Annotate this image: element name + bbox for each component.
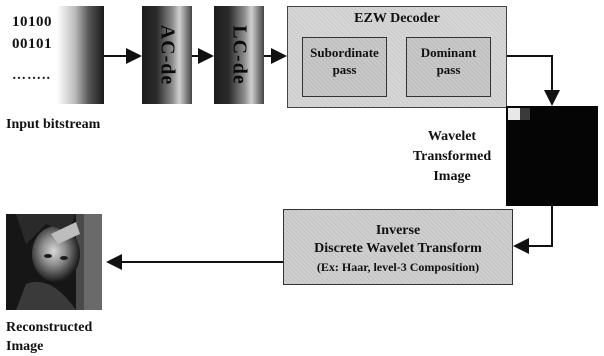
dominant-pass-line-2: pass <box>436 62 461 77</box>
wavelet-transformed-image <box>506 106 598 206</box>
wavelet-image-label: Wavelet Transformed Image <box>396 127 508 187</box>
inverse-dwt-line-2: Discrete Wavelet Transform <box>314 241 482 256</box>
ezw-decoder-box: EZW Decoder Subordinate pass Dominant pa… <box>287 6 507 108</box>
wavelet-detail-subband <box>520 108 530 120</box>
inverse-dwt-line-1: Inverse <box>375 223 421 238</box>
lc-decoder-block: LC-de <box>214 6 264 104</box>
bitstream-line-2: 00101 <box>12 36 52 52</box>
dominant-pass-line-1: Dominant <box>420 45 477 60</box>
reconstructed-image-label: Reconstructed Image <box>6 318 116 356</box>
ezw-decoder-title: EZW Decoder <box>354 11 440 26</box>
input-bitstream-box: 10100 00101 …….. <box>6 6 104 104</box>
input-bitstream-label: Input bitstream <box>6 117 101 132</box>
wavelet-ll-subband <box>508 108 520 120</box>
wavelet-label-line-2: Transformed <box>412 149 492 164</box>
inverse-dwt-line-3: (Ex: Haar, level-3 Composition) <box>316 260 480 274</box>
bitstream-line-1: 10100 <box>12 14 52 30</box>
dominant-pass-box: Dominant pass <box>406 37 491 97</box>
wavelet-label-line-1: Wavelet <box>427 129 477 144</box>
subordinate-pass-box: Subordinate pass <box>302 37 387 97</box>
wavelet-label-line-3: Image <box>433 169 471 184</box>
subordinate-pass-line-1: Subordinate <box>310 45 379 60</box>
arrow-wavelet-to-idwt <box>513 206 553 254</box>
reconstructed-image-picture <box>6 214 102 310</box>
reconstructed-label-line-2: Image <box>6 339 44 354</box>
reconstructed-image <box>6 214 102 310</box>
bitstream-line-3: …….. <box>12 68 51 83</box>
ac-decoder-block: AC-de <box>142 6 192 104</box>
reconstructed-label-line-1: Reconstructed <box>6 320 93 335</box>
arrow-ezw-to-wavelet <box>507 55 560 106</box>
subordinate-pass-line-2: pass <box>332 62 357 77</box>
inverse-dwt-box: Inverse Discrete Wavelet Transform (Ex: … <box>283 209 513 285</box>
